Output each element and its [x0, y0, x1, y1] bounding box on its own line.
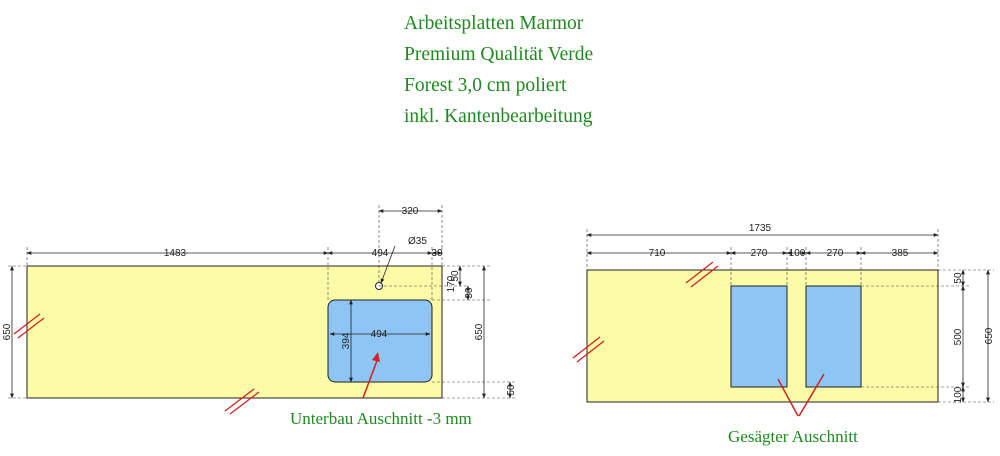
title-block: Arbeitsplatten Marmor Premium Qualität V…: [404, 8, 593, 132]
dim-right-100: 100: [789, 248, 806, 259]
left-break-marks: [13, 313, 260, 415]
dim-right-270-a: 270: [751, 248, 768, 259]
dim-right-710: 710: [649, 248, 666, 259]
dim-cutout-width: 494: [371, 329, 388, 340]
sawn-cutout-left: [730, 285, 788, 388]
dim-left-650-right: 650: [474, 323, 485, 340]
title-line-2: Premium Qualität Verde: [404, 44, 594, 65]
sawn-cutout-right: [805, 285, 862, 388]
dim-left-170: 170: [446, 275, 457, 292]
title-line-1: Arbeitsplatten Marmor: [404, 13, 584, 34]
dim-right-385: 385: [892, 248, 909, 259]
dim-right-500: 500: [953, 328, 964, 345]
undermount-sink-cutout: [327, 299, 433, 383]
dim-right-270-b: 270: [827, 248, 844, 259]
dim-left-30-top: 30: [431, 248, 443, 259]
left-callout-pointer: [362, 357, 379, 399]
right-break-marks: [572, 261, 719, 363]
dim-left-494-top: 494: [372, 248, 389, 259]
dim-left-hole-diameter: Ø35: [408, 236, 427, 247]
left-countertop-drawing: 1483 494 30 320 Ø35 650 650 50 170 30 49…: [2, 205, 517, 428]
dim-right-1735: 1735: [749, 223, 772, 234]
dim-left-50: 50: [450, 270, 461, 282]
dim-left-320: 320: [402, 206, 419, 217]
dim-left-30-right: 30: [464, 287, 475, 299]
title-line-3: Forest 3,0 cm poliert: [404, 75, 567, 96]
title-line-4: inkl. Kantenbearbeitung: [404, 106, 593, 127]
right-callout-pointers: [777, 373, 825, 417]
right-countertop-drawing: 1735 710 270 100 270 385 500 650 50 100 …: [572, 223, 995, 446]
dim-left-1483: 1483: [164, 248, 187, 259]
dim-right-650: 650: [984, 327, 995, 344]
dim-cutout-height: 394: [341, 332, 352, 349]
dim-left-bottom-small: 50: [506, 384, 517, 396]
dim-right-top-small: 50: [953, 272, 964, 284]
dim-right-bottom-small: 100: [953, 386, 964, 403]
right-callout-label: Gesägter Auschnitt: [728, 427, 858, 446]
dim-left-650-left: 650: [2, 323, 13, 340]
left-callout-label: Unterbau Auschnitt -3 mm: [290, 409, 472, 428]
